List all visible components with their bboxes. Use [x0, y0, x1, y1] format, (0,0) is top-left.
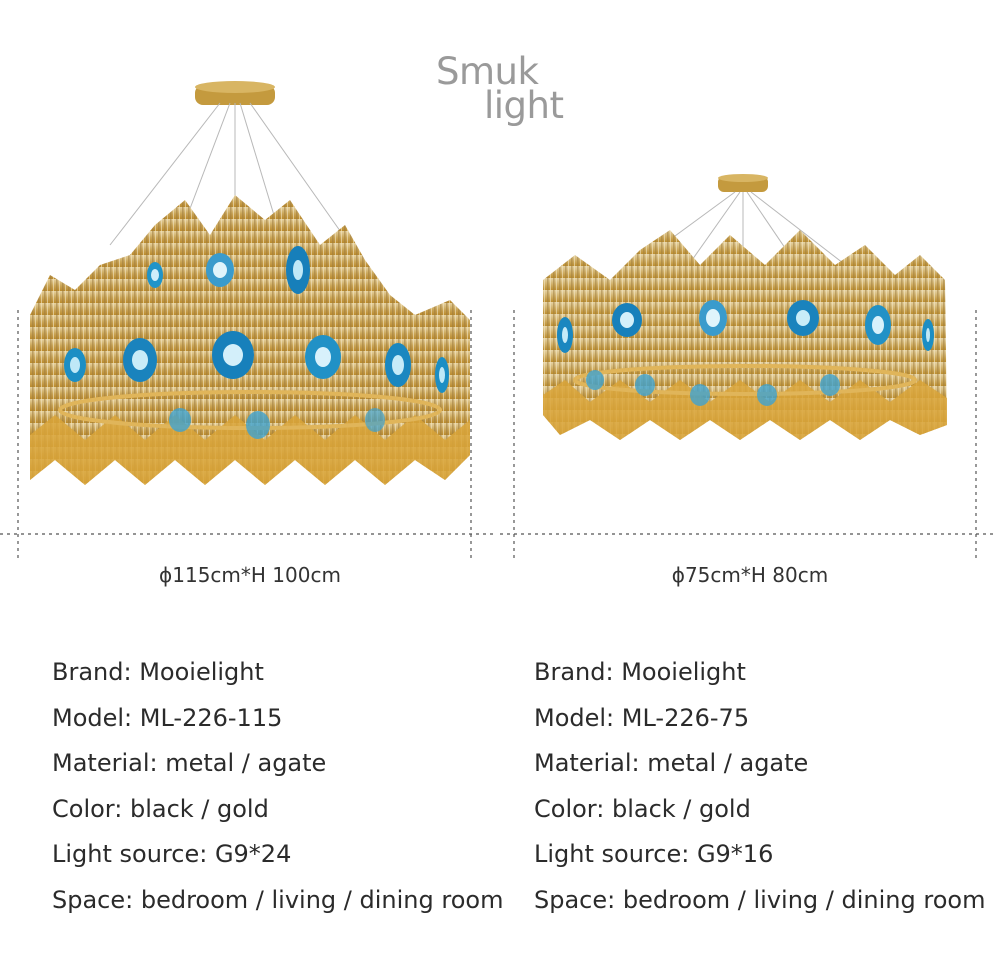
spec-color: Color: black / gold: [534, 794, 751, 823]
spec-list-small: Brand: Mooielight Model: ML-226-75 Mater…: [534, 650, 985, 924]
logo-line-1: Smuk: [436, 50, 539, 93]
chandelier-small-image: [543, 174, 947, 440]
spec-model: Model: ML-226-115: [52, 703, 283, 732]
spec-list-large: Brand: Mooielight Model: ML-226-115 Mate…: [52, 650, 503, 924]
dimension-line-large: [0, 310, 495, 562]
dimension-label-large: ϕ115cm*H 100cm: [159, 563, 341, 587]
spec-light-source: Light source: G9*16: [534, 840, 774, 869]
spec-space: Space: bedroom / living / dining room: [52, 885, 504, 914]
spec-light-source: Light source: G9*24: [52, 840, 292, 869]
brand-logo: Smuk light: [436, 52, 566, 132]
spec-model: Model: ML-226-75: [534, 703, 750, 732]
dimension-label-small: ϕ75cm*H 80cm: [671, 563, 829, 587]
spec-material: Material: metal / agate: [534, 749, 809, 778]
spec-brand: Brand: Mooielight: [534, 658, 746, 686]
spec-brand: Brand: Mooielight: [52, 658, 264, 686]
dimension-line-small: [500, 310, 995, 562]
spec-material: Material: metal / agate: [52, 749, 327, 778]
chandelier-large-image: [30, 81, 470, 485]
spec-color: Color: black / gold: [52, 794, 269, 823]
logo-line-2: light: [484, 84, 564, 127]
spec-space: Space: bedroom / living / dining room: [534, 885, 986, 914]
